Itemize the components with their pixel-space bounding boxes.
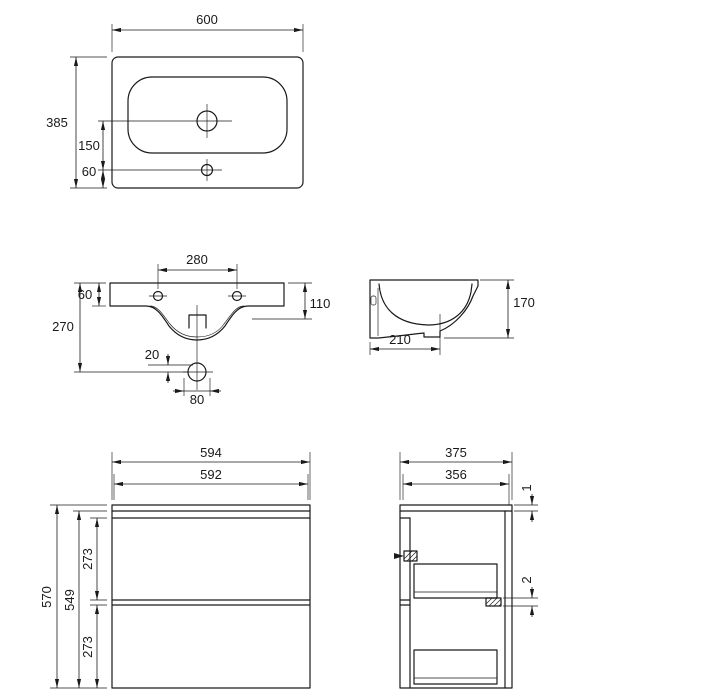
- dim-label: 594: [200, 445, 222, 460]
- cabinet-front-view: 594 592 570 549 273 273: [39, 445, 311, 689]
- cabinet-front-outline: [111, 504, 311, 689]
- dim-label: 150: [78, 138, 100, 153]
- dim-label: 592: [200, 467, 222, 482]
- dim-basin-top-depth: 385: [46, 56, 107, 189]
- overflow-hole: [98, 159, 222, 181]
- dim-base-depth: 210: [369, 314, 441, 355]
- basin-top-view: 600 385 150 60: [46, 12, 304, 189]
- cabinet-side-outline: [399, 504, 513, 689]
- dim-bowl-depth: 110: [252, 282, 331, 320]
- basin-outline: [111, 56, 304, 189]
- dim-lower-drawer: 273: [80, 604, 107, 688]
- dim-tap-spacing: 280: [157, 252, 238, 289]
- lower-drawer-box: [413, 649, 498, 685]
- cabinet-side-view: 375 356 1 2: [394, 445, 538, 689]
- dim-label: 570: [39, 586, 54, 608]
- dim-label: 2: [519, 576, 534, 583]
- dim-label: 385: [46, 115, 68, 130]
- dim-tap-to-overflow: 150: [78, 121, 106, 170]
- upper-drawer-box: [413, 563, 498, 599]
- dim-label: 170: [513, 295, 535, 310]
- dim-basin-top-width: 600: [111, 12, 304, 52]
- dim-label: 356: [445, 467, 467, 482]
- rail-section-detail: [485, 597, 502, 607]
- basin-bowl-outline: [127, 76, 288, 154]
- basin-side-view: 170 210: [369, 279, 535, 355]
- dim-label: 270: [52, 319, 74, 334]
- overflow-slot: [188, 305, 207, 390]
- basin-front-view: 280 60 270 110 20: [52, 252, 330, 407]
- detail-arrow-icon: [394, 553, 404, 559]
- dim-upper-drawer: 273: [80, 517, 107, 601]
- dim-label: 549: [62, 589, 77, 611]
- dim-label: 20: [145, 347, 159, 362]
- dim-cabinet-depth: 375: [399, 445, 513, 500]
- dim-label: 600: [196, 12, 218, 27]
- dim-label: 273: [80, 548, 95, 570]
- dim-label: 110: [310, 296, 331, 311]
- dim-label: 1: [519, 484, 534, 491]
- dim-basin-height: 170: [444, 279, 535, 339]
- side-tap-holes: [149, 290, 246, 302]
- dim-waste-offset: 20: [145, 347, 193, 383]
- dim-overflow-to-edge: 60: [82, 164, 106, 188]
- fixing-slot: [370, 295, 377, 306]
- dim-top-clearance: 1: [514, 484, 538, 522]
- dim-cabinet-width: 594: [111, 445, 311, 500]
- dim-drawer-gap: 2: [503, 576, 538, 617]
- dim-waste-diameter: 80: [173, 378, 221, 407]
- dim-label: 210: [389, 332, 411, 347]
- drawer-runner-detail: [394, 550, 418, 562]
- faucet-hole: [98, 104, 232, 138]
- dim-label: 60: [82, 164, 96, 179]
- waste-hole-detail: [183, 362, 213, 382]
- dim-rim-height: 60: [74, 282, 106, 307]
- dim-label: 280: [186, 252, 208, 267]
- basin-section-bowl: [378, 283, 473, 326]
- dim-label: 80: [190, 392, 204, 407]
- dim-carcass-depth: 356: [402, 467, 510, 505]
- dim-cabinet-height: 570: [39, 504, 107, 689]
- dim-carcass-width: 592: [113, 467, 309, 500]
- basin-section-outline: [369, 279, 479, 339]
- dim-label: 273: [80, 636, 95, 658]
- dim-label: 375: [445, 445, 467, 460]
- dim-carcass-height: 549: [62, 510, 107, 688]
